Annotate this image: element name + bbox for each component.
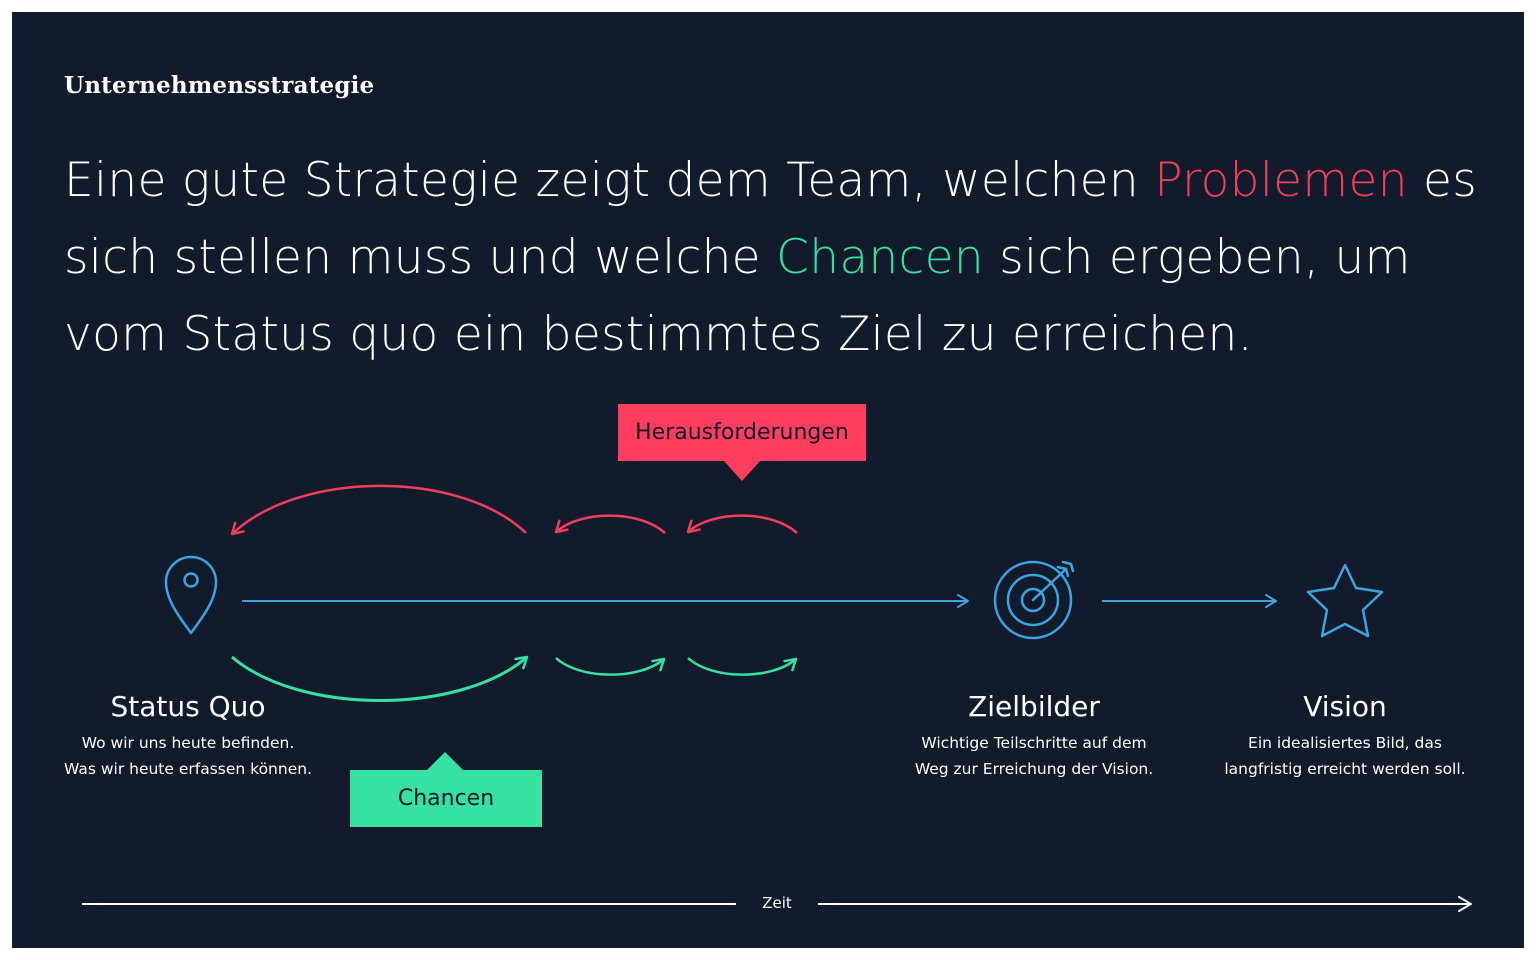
status-quo-description: Wo wir uns heute befinden. Was wir heute… bbox=[28, 730, 348, 782]
targets-title: Zielbilder bbox=[968, 690, 1100, 723]
opportunity-arrow-large bbox=[231, 655, 529, 702]
headline-part-2: es sich stellen muss und welche bbox=[64, 153, 1478, 285]
targets-description: Wichtige Teilschritte auf dem Weg zur Er… bbox=[874, 730, 1194, 782]
headline-part-1: Eine gute Strategie zeigt dem Team, welc… bbox=[64, 153, 1155, 208]
targets-line-1: Wichtige Teilschritte auf dem bbox=[921, 734, 1147, 752]
vision-description: Ein idealisiertes Bild, das langfristig … bbox=[1185, 730, 1505, 782]
targets-line-2: Weg zur Erreichung der Vision. bbox=[914, 760, 1154, 778]
map-pin-icon bbox=[164, 555, 218, 635]
opportunity-arrow-medium bbox=[555, 657, 666, 676]
challenge-arrow-large bbox=[230, 484, 527, 536]
vision-line-2: langfristig erreicht werden soll. bbox=[1224, 760, 1466, 778]
eyebrow-title: Unternehmensstrategie bbox=[64, 72, 375, 99]
star-icon bbox=[1306, 563, 1384, 638]
headline-part-3: sich ergeben, um vom Status quo ein best… bbox=[64, 230, 1411, 362]
time-axis-label: Zeit bbox=[762, 894, 792, 912]
headline-highlight-opportunities: Chancen bbox=[776, 230, 984, 285]
target-icon bbox=[993, 560, 1075, 640]
vision-line-1: Ein idealisiertes Bild, das bbox=[1248, 734, 1442, 752]
headline-highlight-problems: Problemen bbox=[1154, 153, 1408, 208]
challenge-arrow-medium bbox=[554, 514, 666, 534]
challenge-arrow-small bbox=[686, 514, 798, 534]
vision-title: Vision bbox=[1303, 690, 1387, 723]
opportunity-arrow-small bbox=[687, 657, 798, 676]
status-quo-title: Status Quo bbox=[110, 690, 266, 723]
headline: Eine gute Strategie zeigt dem Team, welc… bbox=[64, 142, 1484, 373]
status-quo-line-2: Was wir heute erfassen können. bbox=[64, 760, 312, 778]
status-quo-line-1: Wo wir uns heute befinden. bbox=[81, 734, 295, 752]
challenges-callout: Herausforderungen bbox=[618, 404, 866, 481]
diagram-panel bbox=[12, 12, 1524, 948]
opportunities-callout: Chancen bbox=[350, 752, 542, 827]
